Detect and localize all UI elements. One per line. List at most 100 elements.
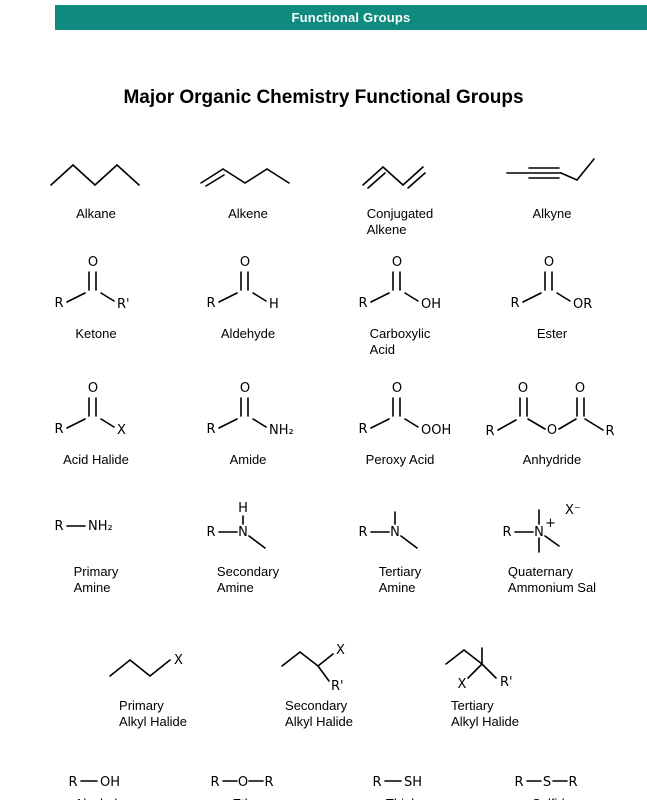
- structure-primary-alkyl-halide: X: [109, 653, 183, 677]
- group-cell-thiol: RSHThiol: [324, 770, 476, 800]
- group-label-ketone: Ketone: [75, 326, 117, 341]
- bond-line: [66, 292, 86, 303]
- bond-line: [94, 164, 118, 186]
- group-label-tertiary-amine: Tertiary Amine: [378, 564, 422, 595]
- bond-line: [72, 164, 96, 186]
- bond-line: [367, 172, 386, 189]
- atom-label: N: [534, 525, 544, 540]
- structure-conjugated-alkene: [362, 166, 426, 189]
- bond-line: [222, 168, 246, 184]
- bond-line: [252, 418, 267, 428]
- structure-alcohol: R OH: [68, 775, 120, 790]
- atom-label: +: [545, 516, 556, 531]
- structure-ketone: O R R': [54, 255, 130, 312]
- atom-label: R: [54, 519, 63, 534]
- bond-line: [252, 292, 267, 302]
- group-label-conjugated-alkene: Conjugated Alkene: [366, 206, 434, 237]
- atom-label: R: [206, 296, 215, 311]
- bond-line: [404, 418, 419, 428]
- bond-line: [100, 292, 115, 302]
- atom-label: R: [210, 775, 219, 790]
- group-cell-alkyne: Alkyne: [476, 145, 628, 238]
- header-title: Functional Groups: [291, 10, 411, 25]
- bond-line: [205, 174, 225, 187]
- group-label-tertiary-alkyl-halide: Tertiary Alkyl Halide: [451, 698, 519, 729]
- atom-label: R: [372, 775, 381, 790]
- atom-label: X: [336, 643, 345, 658]
- group-label-peroxy-acid: Peroxy Acid: [365, 452, 435, 467]
- group-label-aldehyde: Aldehyde: [220, 326, 276, 341]
- group-cell-aldehyde: O R H Aldehyde: [172, 250, 324, 358]
- group-label-alkyne: Alkyne: [532, 206, 572, 221]
- bond-line: [244, 168, 268, 184]
- group-label-alcohol: Alcohol: [75, 796, 118, 800]
- atom-label: O: [518, 381, 528, 396]
- atom-label: O: [88, 255, 98, 270]
- atom-label: O: [392, 381, 402, 396]
- bond-line: [100, 418, 115, 428]
- bond-line: [556, 292, 571, 302]
- atom-label: R': [500, 675, 513, 690]
- atom-label: O: [240, 255, 250, 270]
- structure-alkyne: [506, 158, 595, 181]
- group-label-alkane: Alkane: [76, 206, 116, 221]
- atom-label: R: [54, 422, 63, 437]
- atom-label: OR: [573, 297, 592, 312]
- group-cell-sulfide: RSRSulfide: [476, 770, 628, 800]
- bond-line: [558, 418, 577, 430]
- bond-line: [370, 292, 390, 303]
- group-label-primary-amine: Primary Amine: [73, 564, 119, 595]
- atom-label: NH₂: [88, 519, 113, 534]
- bond-line: [445, 649, 465, 665]
- bond-line: [576, 158, 595, 181]
- bond-line: [218, 418, 238, 429]
- bond-line: [129, 659, 151, 677]
- bond-line: [497, 419, 517, 431]
- structure-secondary-alkyl-halide: XR': [281, 643, 345, 692]
- bond-line: [522, 292, 542, 303]
- atom-label: R: [54, 296, 63, 311]
- group-cell-alkane: Alkane: [20, 145, 172, 238]
- row-hydrocarbons: Alkane Alkene Conjugated Alkene Alkyne: [20, 145, 647, 238]
- atom-label: R: [485, 424, 494, 439]
- atom-label: X: [174, 653, 183, 668]
- atom-label: R: [68, 775, 77, 790]
- atom-label: S: [543, 775, 551, 790]
- atom-label: R: [206, 525, 215, 540]
- atom-label: R': [117, 297, 130, 312]
- bond-line: [109, 659, 131, 677]
- atom-label: H: [269, 297, 279, 312]
- bond-line: [407, 172, 426, 189]
- bond-line: [248, 535, 266, 549]
- row-alcohols: R OH Alcohol ROREtherRSHThiolRSRSulfide: [20, 770, 647, 800]
- atom-label: X: [117, 423, 126, 438]
- bond-line: [50, 164, 74, 186]
- atom-label: X⁻: [565, 503, 581, 518]
- bond-line: [281, 651, 301, 667]
- page-title: Major Organic Chemistry Functional Group…: [123, 87, 524, 108]
- group-cell-ether: ROREther: [172, 770, 324, 800]
- bond-line: [116, 164, 140, 186]
- group-cell-ketone: O R R'Ketone: [20, 250, 172, 358]
- bond-line: [200, 168, 224, 184]
- atom-label: OH: [100, 775, 120, 790]
- bond-line: [467, 663, 483, 679]
- group-label-alkene: Alkene: [228, 206, 268, 221]
